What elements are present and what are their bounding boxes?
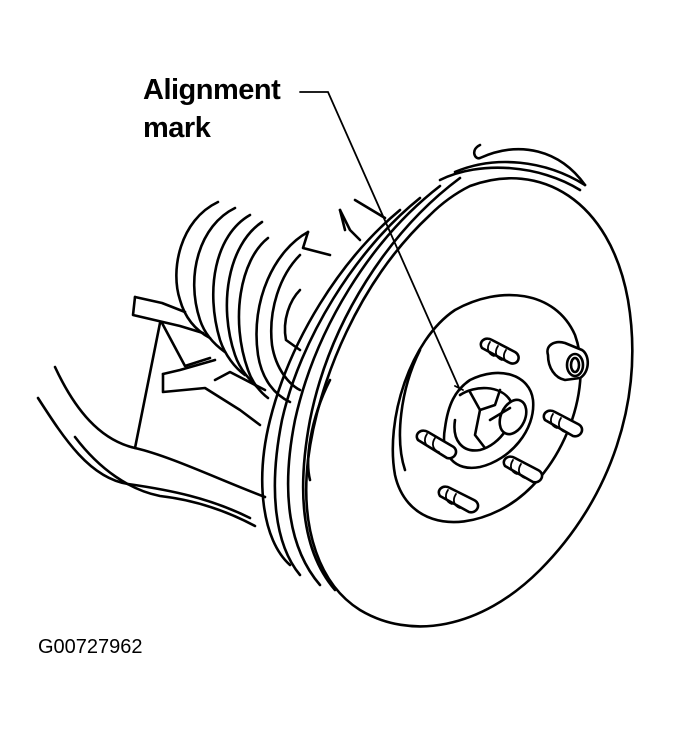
wheel-stud bbox=[502, 455, 544, 484]
wheel-nut bbox=[546, 340, 590, 382]
wheel-stud bbox=[479, 337, 520, 365]
figure-code: G00727962 bbox=[38, 636, 143, 658]
suspension-arm bbox=[36, 321, 267, 528]
axle-hub bbox=[391, 293, 582, 524]
wheel-stud bbox=[437, 485, 480, 514]
wheel-stud bbox=[415, 429, 458, 460]
callout-label-line2: mark bbox=[143, 112, 211, 144]
brake-disc-rotor bbox=[261, 143, 634, 628]
wheel-stud bbox=[542, 409, 584, 438]
callout-leader bbox=[299, 91, 461, 391]
callout-label-line1: Alignment bbox=[143, 74, 281, 106]
drive-shaft-boot bbox=[175, 200, 332, 404]
wheel-studs bbox=[415, 337, 590, 514]
steering-knuckle bbox=[131, 295, 267, 427]
